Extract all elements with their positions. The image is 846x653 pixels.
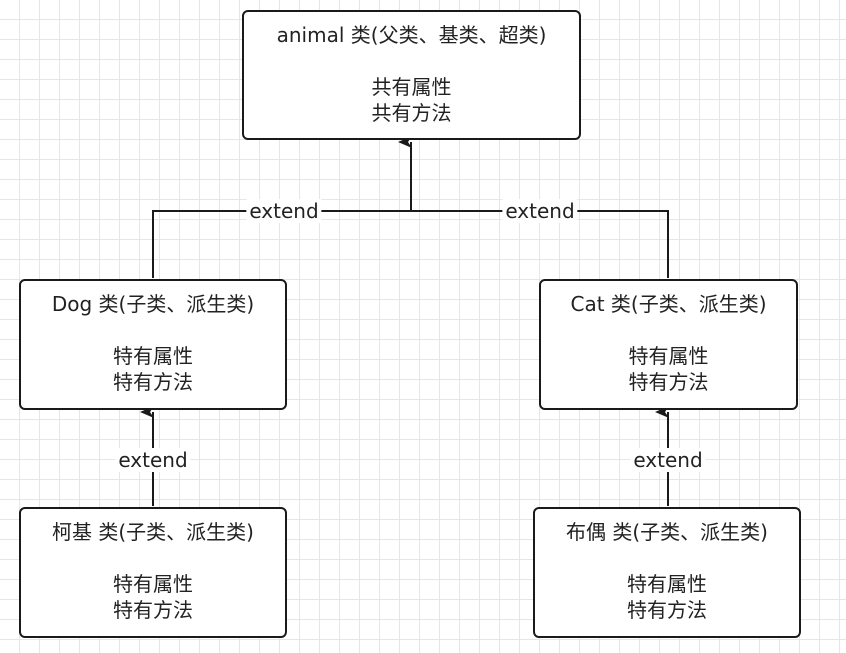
node-keji-title: 柯基 类(子类、派生类)	[52, 520, 254, 544]
node-keji-methods: 特有方法	[113, 598, 193, 622]
node-animal-title: animal 类(父类、基类、超类)	[276, 23, 547, 47]
edge-label-dog-animal: extend	[246, 199, 322, 223]
edge-cat-to-animal	[411, 210, 669, 278]
node-dog[interactable]: Dog 类(子类、派生类) 特有属性 特有方法	[19, 279, 287, 410]
node-animal-attributes: 共有属性	[371, 75, 452, 99]
node-dog-methods: 特有方法	[113, 370, 193, 394]
node-animal[interactable]: animal 类(父类、基类、超类) 共有属性 共有方法	[242, 10, 581, 140]
node-cat[interactable]: Cat 类(子类、派生类) 特有属性 特有方法	[539, 279, 798, 410]
node-animal-methods: 共有方法	[371, 101, 452, 125]
edge-label-ouzhou-cat: extend	[630, 448, 706, 472]
node-dog-attributes: 特有属性	[113, 344, 193, 368]
edge-label-cat-animal: extend	[502, 199, 578, 223]
node-dog-title: Dog 类(子类、派生类)	[51, 292, 255, 316]
node-keji-attributes: 特有属性	[113, 572, 193, 596]
node-cat-title: Cat 类(子类、派生类)	[570, 292, 767, 316]
node-ouzhou-title: 布偶 类(子类、派生类)	[566, 520, 768, 544]
node-ouzhou-attributes: 特有属性	[627, 572, 707, 596]
node-cat-attributes: 特有属性	[628, 344, 709, 368]
node-ouzhou-methods: 特有方法	[627, 598, 707, 622]
node-cat-methods: 特有方法	[628, 370, 709, 394]
node-ouzhou[interactable]: 布偶 类(子类、派生类) 特有属性 特有方法	[533, 507, 801, 638]
edge-label-keji-dog: extend	[115, 448, 191, 472]
node-keji[interactable]: 柯基 类(子类、派生类) 特有属性 特有方法	[19, 507, 287, 638]
